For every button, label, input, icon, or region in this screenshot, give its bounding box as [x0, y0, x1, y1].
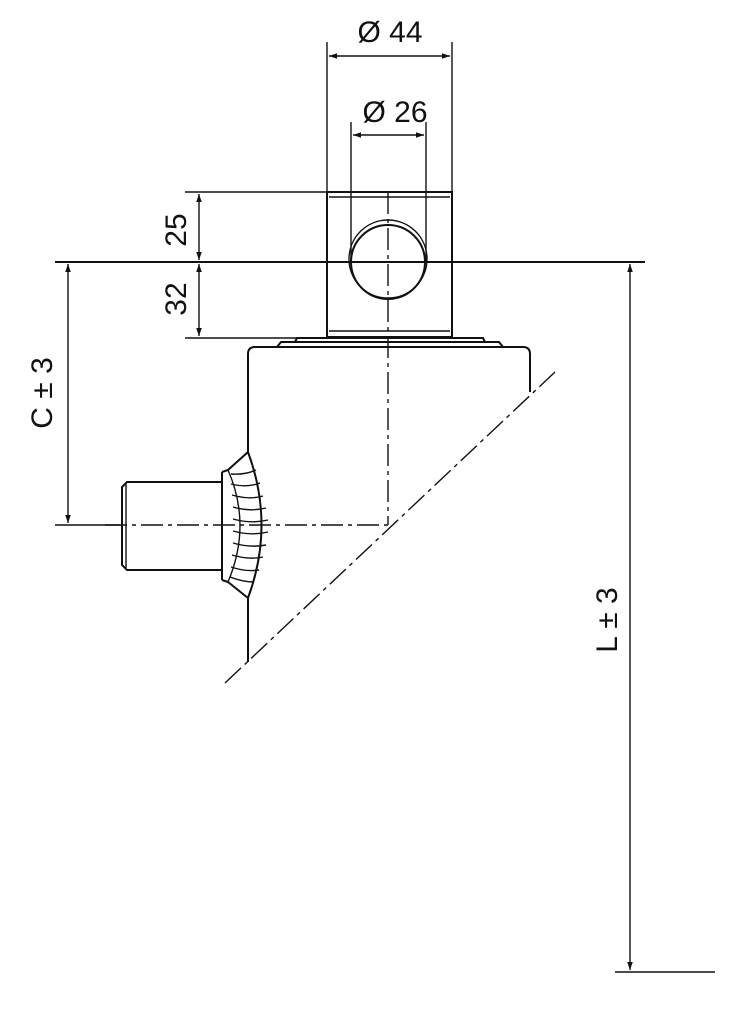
break-line	[224, 371, 556, 684]
top-height-label: 25	[160, 213, 193, 246]
weld-bead	[229, 469, 269, 583]
bottom-height-label: 32	[160, 282, 193, 315]
port-fitting	[121, 450, 269, 600]
dimension-outer-diameter: Ø 44	[326, 16, 453, 192]
dimension-length: L ± 3	[591, 264, 715, 973]
clevis-block	[326, 191, 453, 338]
pin-diameter-label: Ø 26	[362, 96, 427, 129]
cylinder-body	[247, 337, 531, 662]
port-offset-label: C ± 3	[26, 357, 59, 428]
dimension-port-offset: C ± 3	[26, 264, 120, 526]
dimension-heights: 25 32	[160, 191, 327, 339]
length-label: L ± 3	[591, 587, 624, 652]
dimension-pin-diameter: Ø 26	[350, 96, 428, 262]
outer-diameter-label: Ø 44	[357, 16, 422, 49]
